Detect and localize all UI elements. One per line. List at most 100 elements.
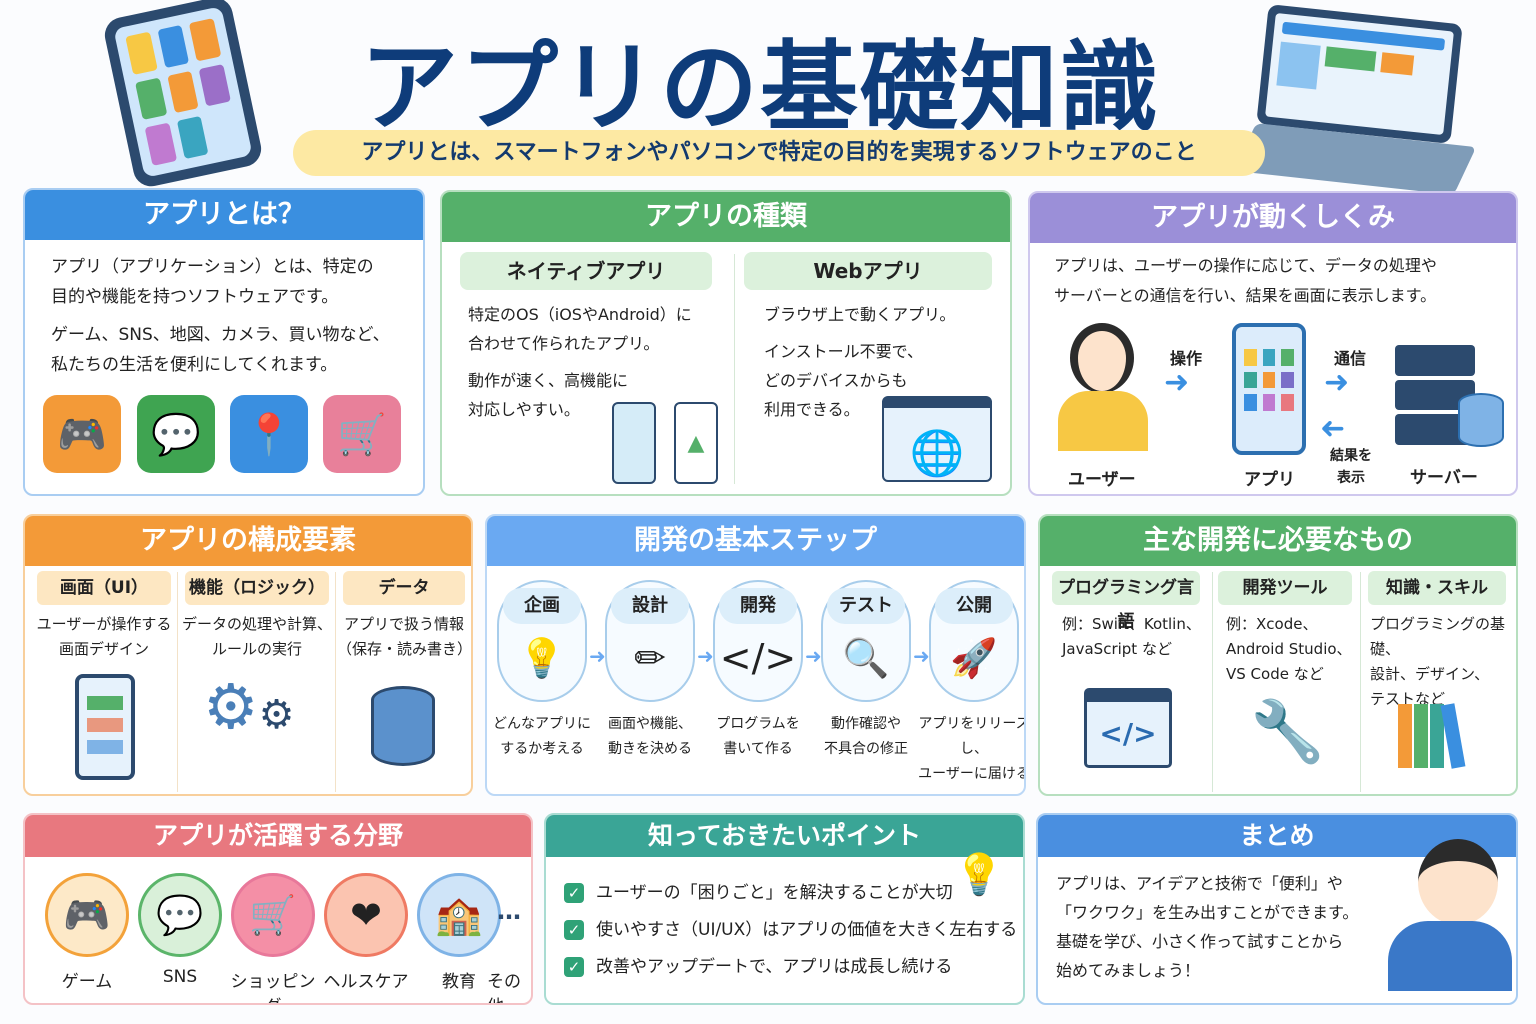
page-title: アプリの基礎知識 bbox=[359, 31, 1160, 145]
step-label: テスト bbox=[827, 588, 905, 624]
android-phone-icon: ▲ bbox=[674, 402, 718, 484]
language-label: プログラミング言語 bbox=[1052, 571, 1200, 632]
field-label: 教育 bbox=[442, 972, 476, 992]
result-label: 表示 bbox=[1337, 470, 1365, 486]
text-line: 動作確認や bbox=[831, 716, 901, 732]
tools-label: 開発ツール bbox=[1218, 571, 1352, 605]
code-window-icon: </> bbox=[1084, 688, 1172, 768]
page-subtitle: アプリとは、スマートフォンやパソコンで特定の目的を実現するソフトウェアのこと bbox=[293, 130, 1265, 176]
text-line: 始めてみましょう！ bbox=[1056, 961, 1201, 980]
card-summary: まとめ アプリは、アイデアと技術で「便利」や 「ワクワク」を生み出すことができま… bbox=[1036, 813, 1518, 1005]
step-icon: 🔍 bbox=[842, 636, 890, 680]
text-line: 「ワクワク」を生み出すことができます。 bbox=[1056, 903, 1359, 922]
step-4: 公開🚀 bbox=[929, 580, 1019, 702]
step-label: 開発 bbox=[719, 588, 797, 624]
step-description: 画面や機能、動きを決める bbox=[591, 712, 709, 762]
text-line: 私たちの生活を便利にしてくれます。 bbox=[51, 355, 338, 375]
phone-illustration bbox=[101, 0, 265, 190]
step-label: 公開 bbox=[935, 588, 1013, 624]
text-line: ユーザーが操作する bbox=[36, 615, 172, 633]
card-how-app-works: アプリが動くしくみ アプリは、ユーザーの操作に応じて、データの処理や サーバーと… bbox=[1028, 191, 1518, 496]
field-label: ヘルスケア bbox=[323, 972, 409, 992]
card-title: アプリが活躍する分野 bbox=[25, 815, 531, 857]
step-description: アプリをリリースし、ユーザーに届ける bbox=[915, 712, 1026, 787]
game-controller-icon: 🎮 bbox=[43, 395, 121, 473]
text-line: 動作が速く、高機能に bbox=[468, 371, 629, 390]
native-app-label: ネイティブアプリ bbox=[460, 252, 712, 290]
card-title: アプリの種類 bbox=[442, 192, 1010, 242]
skills-label: 知識・スキル bbox=[1368, 571, 1506, 605]
step-2: 開発</> bbox=[713, 580, 803, 702]
books-icon bbox=[1398, 703, 1466, 769]
step-icon: 💡 bbox=[518, 636, 566, 680]
field-icon: 🎮 bbox=[45, 873, 129, 957]
card-app-fields: アプリが活躍する分野 🎮ゲーム💬SNS🛒ショッピング❤ヘルスケア🏫教育 … その… bbox=[23, 813, 533, 1005]
text-line: 例：Swift、Kotlin、 bbox=[1062, 615, 1201, 633]
card-what-is-app: アプリとは？ アプリ（アプリケーション）とは、特定の 目的や機能を持つソフトウェ… bbox=[23, 188, 425, 496]
ui-label: 画面（UI） bbox=[37, 571, 171, 605]
point-text: 使いやすさ（UI/UX）はアプリの価値を大きく左右する bbox=[596, 920, 1018, 940]
lightbulb-icon: 💡 bbox=[954, 852, 1004, 898]
text-line: プログラミングの基礎、 bbox=[1370, 615, 1506, 658]
text-line: 特定のOS（iOSやAndroid）に bbox=[468, 305, 692, 324]
text-line: アプリをリリースし、 bbox=[918, 716, 1026, 757]
point-text: 改善やアップデートで、アプリは成長し続ける bbox=[596, 957, 953, 977]
text-line: 不具合の修正 bbox=[824, 741, 908, 757]
divider bbox=[335, 572, 336, 792]
text-line: （保存・読み書き） bbox=[337, 640, 473, 658]
text-line: ブラウザ上で動くアプリ。 bbox=[764, 305, 956, 324]
text-line: 基礎を学び、小さく作って試すことから bbox=[1056, 932, 1344, 951]
arrow-left-icon: ➜ bbox=[1320, 411, 1346, 446]
step-label: 企画 bbox=[503, 588, 581, 624]
check-icon: ✓ bbox=[564, 957, 584, 977]
point-text: ユーザーの「困りごと」を解決することが大切 bbox=[596, 883, 953, 903]
text-line: VS Code など bbox=[1226, 665, 1324, 683]
card-title: 開発の基本ステップ bbox=[487, 516, 1024, 566]
text-line: 対応しやすい。 bbox=[468, 400, 580, 419]
text-line: 画面デザイン bbox=[58, 640, 149, 658]
divider bbox=[177, 572, 178, 792]
logic-label: 機能（ロジック） bbox=[185, 571, 329, 605]
step-label: 設計 bbox=[611, 588, 689, 624]
text-line: ゲーム、SNS、地図、カメラ、買い物など、 bbox=[51, 325, 390, 345]
field-icon: ❤ bbox=[324, 873, 408, 957]
text-line: プログラムを bbox=[716, 716, 800, 732]
web-app-label: Webアプリ bbox=[744, 252, 992, 290]
app-label: アプリ bbox=[1244, 470, 1295, 490]
text-line: サーバーとの通信を行い、結果を画面に表示します。 bbox=[1054, 286, 1437, 305]
gears-icon: ⚙⚙ bbox=[203, 670, 295, 743]
divider bbox=[1360, 572, 1361, 792]
step-description: プログラムを書いて作る bbox=[699, 712, 817, 762]
text-line: ルールの実行 bbox=[211, 640, 302, 658]
text-line: どのデバイスからも bbox=[764, 371, 908, 390]
user-illustration bbox=[1058, 323, 1148, 458]
card-title: 主な開発に必要なもの bbox=[1040, 516, 1516, 566]
text-line: 合わせて作られたアプリ。 bbox=[468, 334, 660, 353]
field-label: ゲーム bbox=[61, 972, 113, 992]
laptop-illustration bbox=[1256, 4, 1463, 144]
arrow-right-icon: ➜ bbox=[913, 644, 930, 668]
card-key-points: 知っておきたいポイント 💡 ✓ユーザーの「困りごと」を解決することが大切 ✓使い… bbox=[544, 813, 1025, 1005]
card-title: アプリの構成要素 bbox=[25, 516, 471, 566]
arrow-right-icon: ➜ bbox=[1164, 365, 1190, 400]
card-app-components: アプリの構成要素 画面（UI） 機能（ロジック） データ ユーザーが操作する画面… bbox=[23, 514, 473, 796]
field-icon: 🏫 bbox=[417, 873, 501, 957]
text-line: ユーザーに届ける bbox=[918, 766, 1026, 782]
text-line: 目的や機能を持つソフトウェアです。 bbox=[51, 287, 339, 307]
text-line: アプリで扱う情報 bbox=[343, 615, 464, 633]
check-icon: ✓ bbox=[564, 920, 584, 940]
card-dev-steps: 開発の基本ステップ 企画 💡 どんなアプリにするか考える ➜ 設計 ✏ 画面や機能、動きを決… bbox=[485, 514, 1026, 796]
more-dots-icon: … bbox=[497, 897, 521, 925]
step-icon: ✏ bbox=[634, 636, 666, 680]
card-title: アプリとは？ bbox=[25, 190, 423, 240]
step-0: 企画 💡 bbox=[497, 580, 587, 702]
card-app-types: アプリの種類 ネイティブアプリ Webアプリ 特定のOS（iOSやAndroid… bbox=[440, 190, 1012, 496]
field-label: SNS bbox=[162, 967, 198, 987]
field-icon: 🛒 bbox=[231, 873, 315, 957]
text-line: アプリは、ユーザーの操作に応じて、データの処理や bbox=[1054, 256, 1437, 275]
text-line: 利用できる。 bbox=[764, 400, 860, 419]
server-label: サーバー bbox=[1410, 468, 1478, 488]
step-description: 動作確認や不具合の修正 bbox=[807, 712, 925, 762]
text-line: Android Studio、 bbox=[1226, 640, 1352, 658]
step-description: どんなアプリにするか考える bbox=[487, 712, 601, 762]
